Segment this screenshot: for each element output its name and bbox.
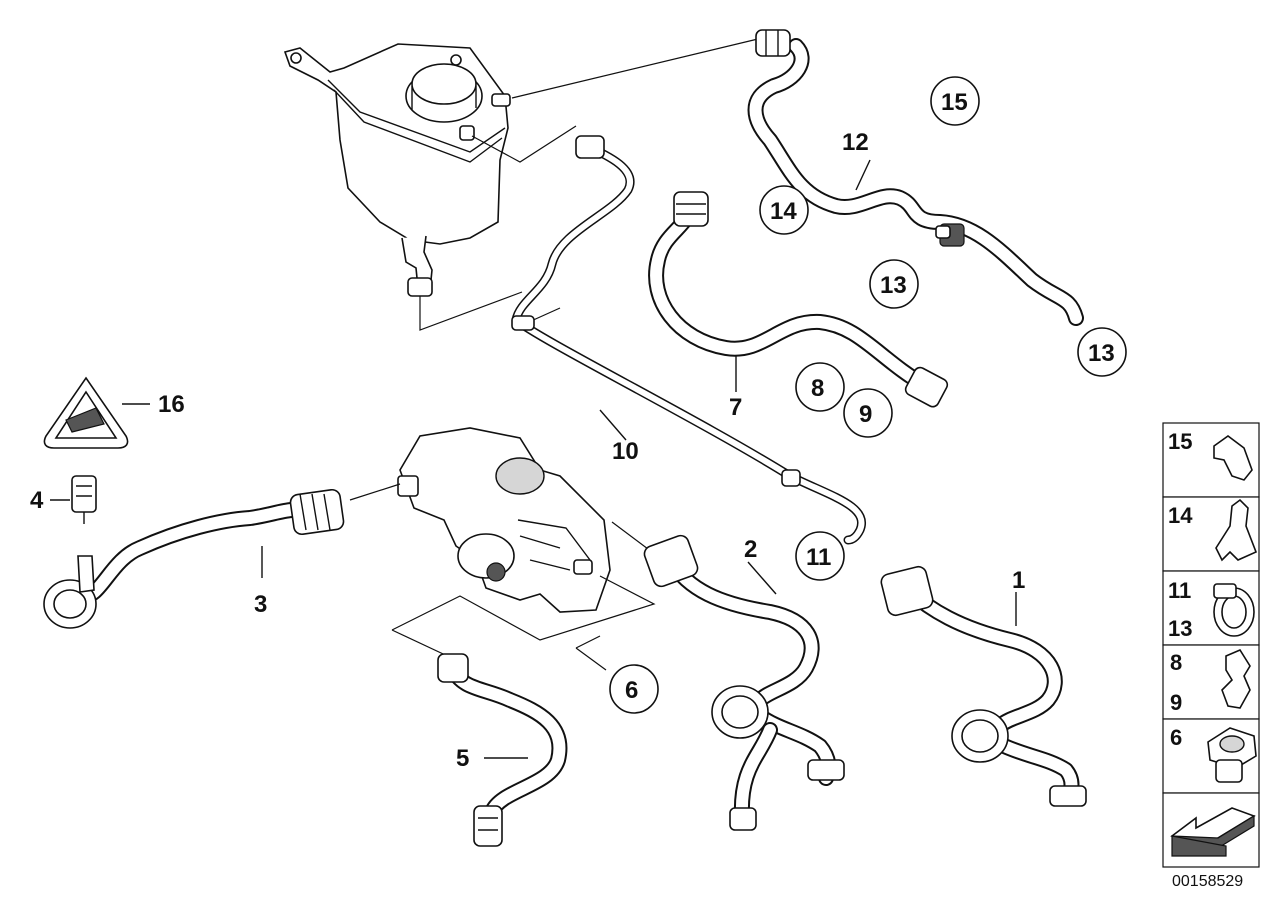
hose-10 <box>511 135 866 545</box>
small-parts-legend: 15 14 11 13 8 9 6 <box>1162 422 1260 868</box>
label-part-3: 3 <box>254 591 267 618</box>
legend-label-6: 6 <box>1170 725 1182 750</box>
svg-text:15: 15 <box>941 89 968 116</box>
label-part-16: 16 <box>158 391 185 418</box>
legend-label-8: 8 <box>1170 650 1182 675</box>
hose-7 <box>648 191 949 408</box>
hose-12 <box>747 29 1084 326</box>
svg-text:6: 6 <box>625 677 638 704</box>
label-part-5: 5 <box>456 745 469 772</box>
label-part-4: 4 <box>30 487 44 514</box>
plug-6-icon <box>1207 727 1257 783</box>
direction-arrow-icon <box>1170 807 1256 857</box>
legend-label-14: 14 <box>1168 503 1193 528</box>
hose-5 <box>437 653 568 847</box>
circled-label-6: 6 <box>609 664 659 714</box>
circled-label-9: 9 <box>843 388 893 438</box>
svg-text:14: 14 <box>770 198 797 225</box>
legend-label-11: 11 <box>1168 578 1191 603</box>
circled-label-14: 14 <box>759 185 809 235</box>
hose-1 <box>880 565 1087 807</box>
label-part-7: 7 <box>729 394 742 421</box>
circled-label-13-lower: 13 <box>1077 327 1127 377</box>
legend-label-15: 15 <box>1168 429 1192 454</box>
label-part-10: 10 <box>612 438 639 465</box>
clip-14-icon <box>1215 498 1258 562</box>
label-part-12: 12 <box>842 129 869 156</box>
svg-text:9: 9 <box>859 401 872 428</box>
circled-label-15: 15 <box>930 76 980 126</box>
document-number: 00158529 <box>1172 873 1243 890</box>
svg-text:11: 11 <box>806 544 831 571</box>
expansion-tank <box>283 37 763 331</box>
circled-label-8: 8 <box>795 362 845 412</box>
svg-text:13: 13 <box>880 272 907 299</box>
hose-clamp-icon <box>1213 583 1255 637</box>
svg-text:8: 8 <box>811 375 824 402</box>
clip-8-9-icon <box>1221 648 1251 709</box>
circled-label-13-upper: 13 <box>869 259 919 309</box>
svg-text:13: 13 <box>1088 340 1115 367</box>
hose-3 <box>43 488 345 629</box>
temperature-sensor-4 <box>50 475 97 524</box>
water-pump <box>349 427 656 671</box>
warning-triangle-16 <box>43 376 150 449</box>
circled-label-11: 11 <box>795 531 845 581</box>
legend-label-13: 13 <box>1168 616 1192 641</box>
clip-15-icon <box>1213 435 1253 481</box>
label-part-1: 1 <box>1012 567 1025 594</box>
label-part-2: 2 <box>744 536 757 563</box>
legend-label-9: 9 <box>1170 690 1182 715</box>
hose-2 <box>643 534 845 831</box>
